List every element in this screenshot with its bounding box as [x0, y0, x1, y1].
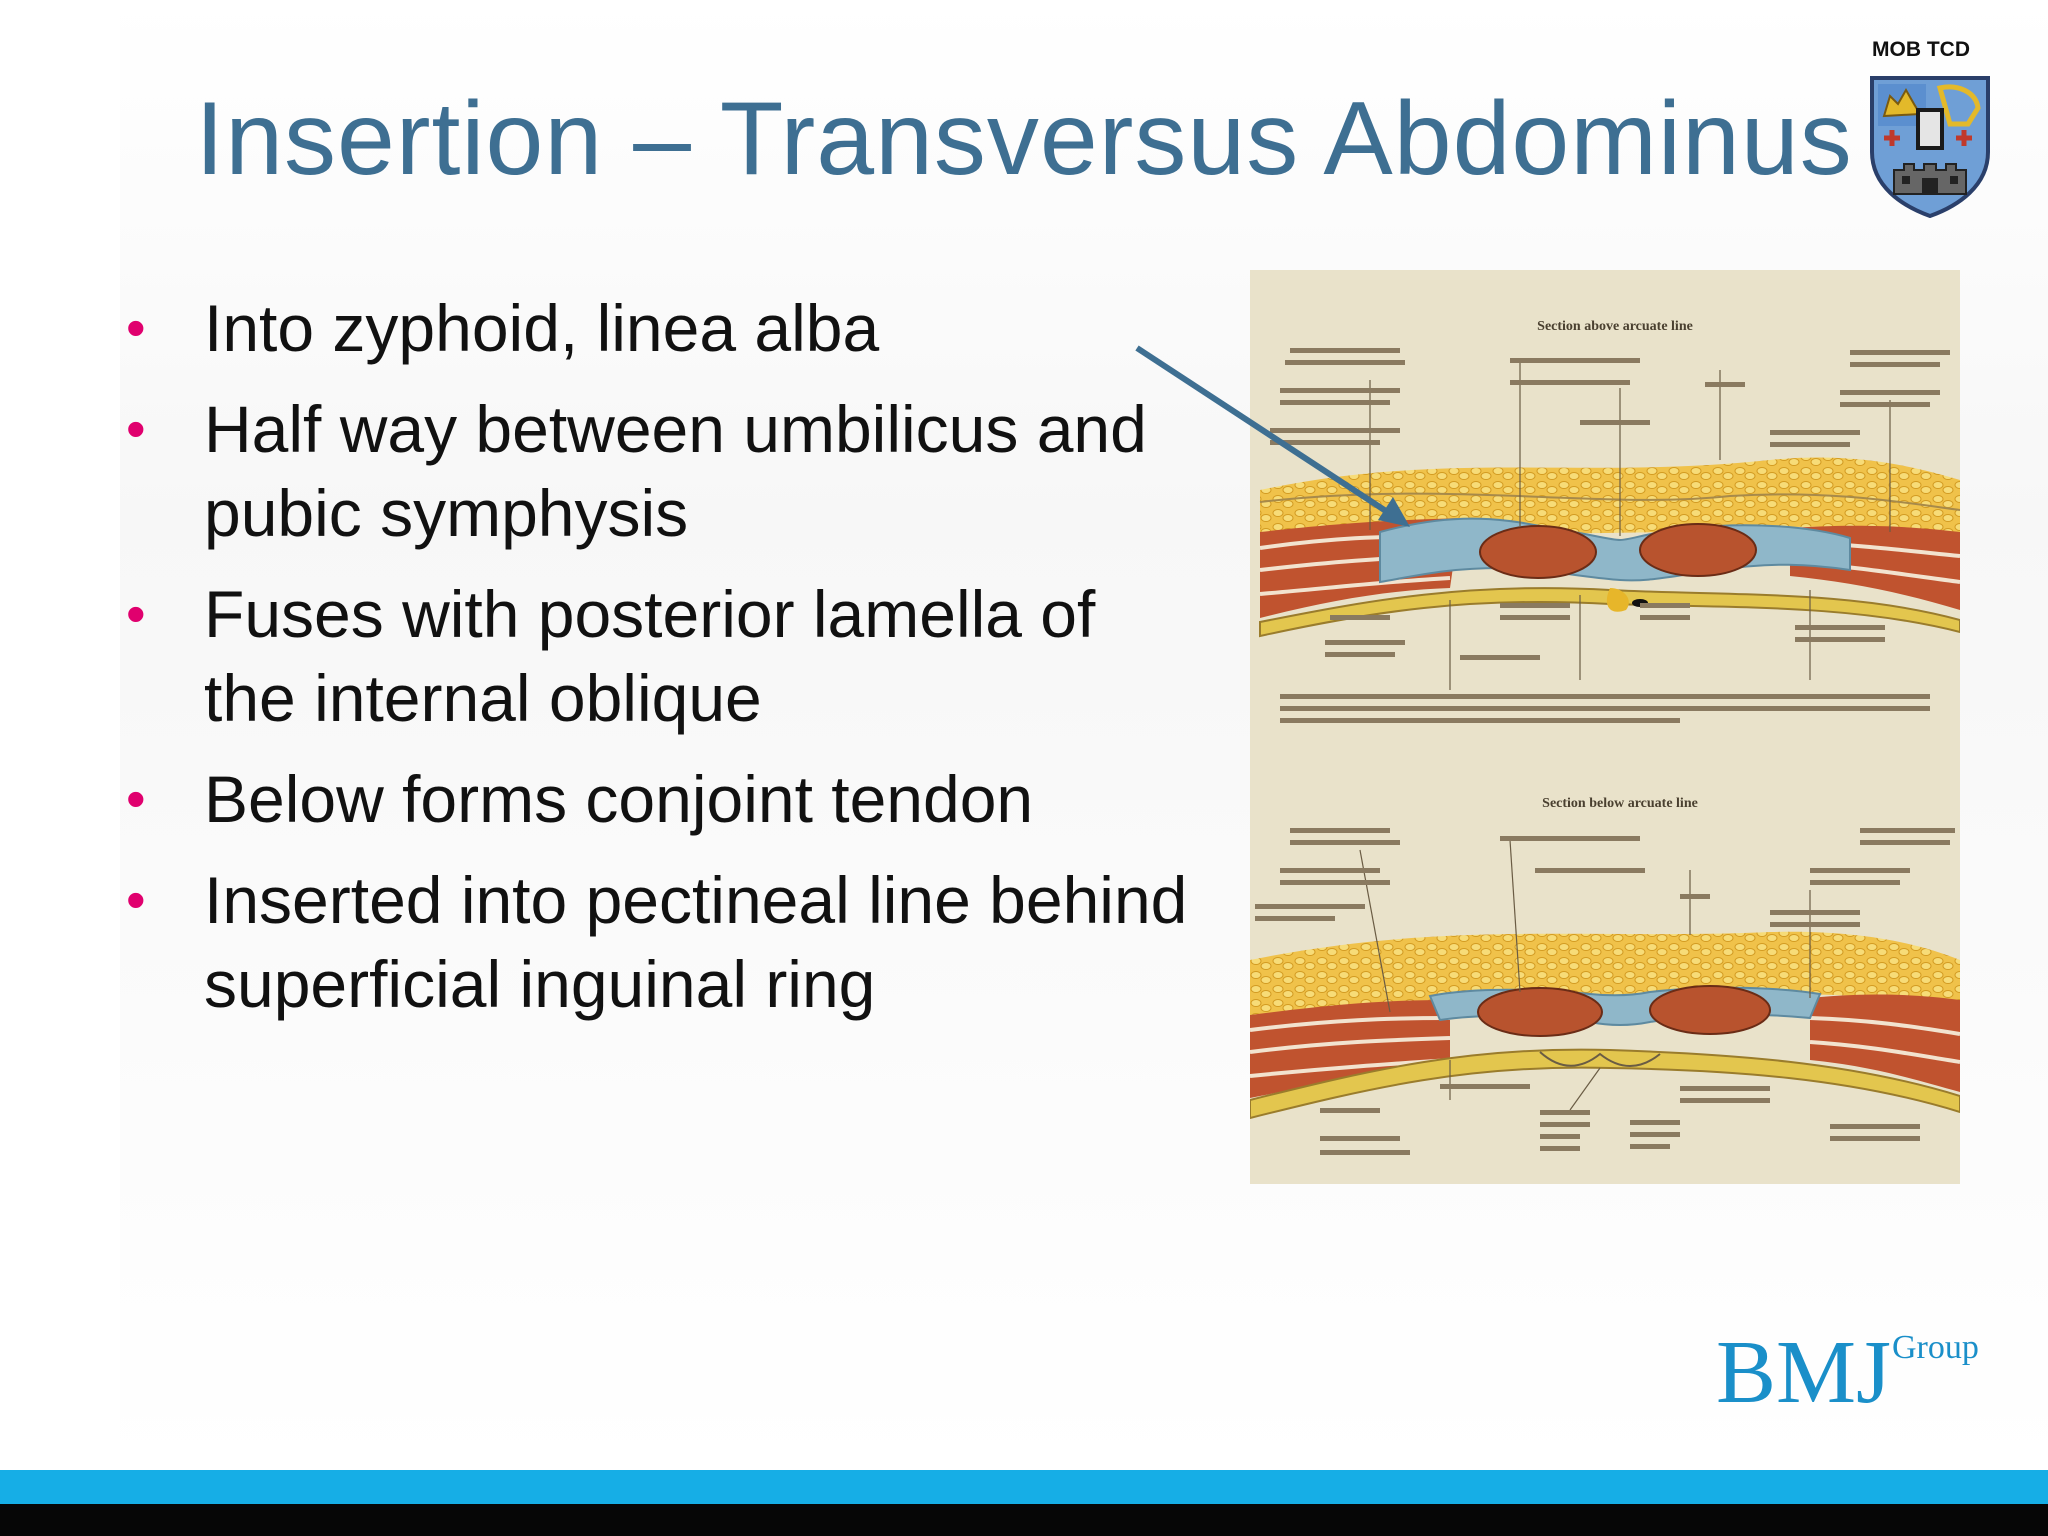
bullet-marker: • — [126, 582, 146, 645]
lower-label-lines — [1359, 839, 1811, 1111]
bullet-text: Fuses with posterior lamella of the inte… — [204, 577, 1096, 735]
slide-title: Insertion – Transversus Abdominus — [195, 81, 1853, 197]
lower-label-marks — [1255, 828, 1955, 1155]
bullet-item: • Inserted into pectineal line behind sup… — [120, 858, 1200, 1026]
bmj-logo-main-text: BMJ — [1716, 1323, 1891, 1422]
bullet-marker: • — [126, 868, 146, 931]
lower-cross-section — [1250, 931, 1960, 1120]
footer-black-bar — [0, 1504, 2048, 1536]
bullet-marker: • — [126, 767, 146, 830]
footer-blue-bar — [0, 1470, 2048, 1504]
bullet-text: Inserted into pectineal line behind supe… — [204, 863, 1188, 1021]
bullet-item: • Into zyphoid, linea alba — [120, 286, 1200, 370]
bullet-item: • Below forms conjoint tendon — [120, 757, 1200, 841]
figure-section-above-label: Section above arcuate line — [1537, 319, 1693, 334]
abdominal-wall-cross-section-figure: Section above arcuate line — [1250, 270, 1960, 1184]
crest-label: MOB TCD — [1872, 38, 1970, 61]
bullet-item: • Half way between umbilicus and pubic sy… — [120, 387, 1200, 555]
bmj-logo-sub-text: Group — [1892, 1329, 1979, 1366]
bullet-list: • Into zyphoid, linea alba • Half way betw… — [120, 286, 1200, 1043]
bullet-text: Half way between umbilicus and pubic sym… — [204, 392, 1147, 550]
upper-cross-section — [1259, 457, 1960, 638]
bullet-text: Into zyphoid, linea alba — [204, 291, 880, 365]
bullet-marker: • — [126, 397, 146, 460]
university-crest-icon — [1870, 76, 1990, 218]
bullet-text: Below forms conjoint tendon — [204, 762, 1034, 836]
figure-section-below-label: Section below arcuate line — [1542, 796, 1698, 811]
bmj-group-logo: BMJ Group — [1716, 1323, 1979, 1422]
bullet-marker: • — [126, 296, 146, 359]
bullet-item: • Fuses with posterior lamella of the int… — [120, 572, 1200, 740]
